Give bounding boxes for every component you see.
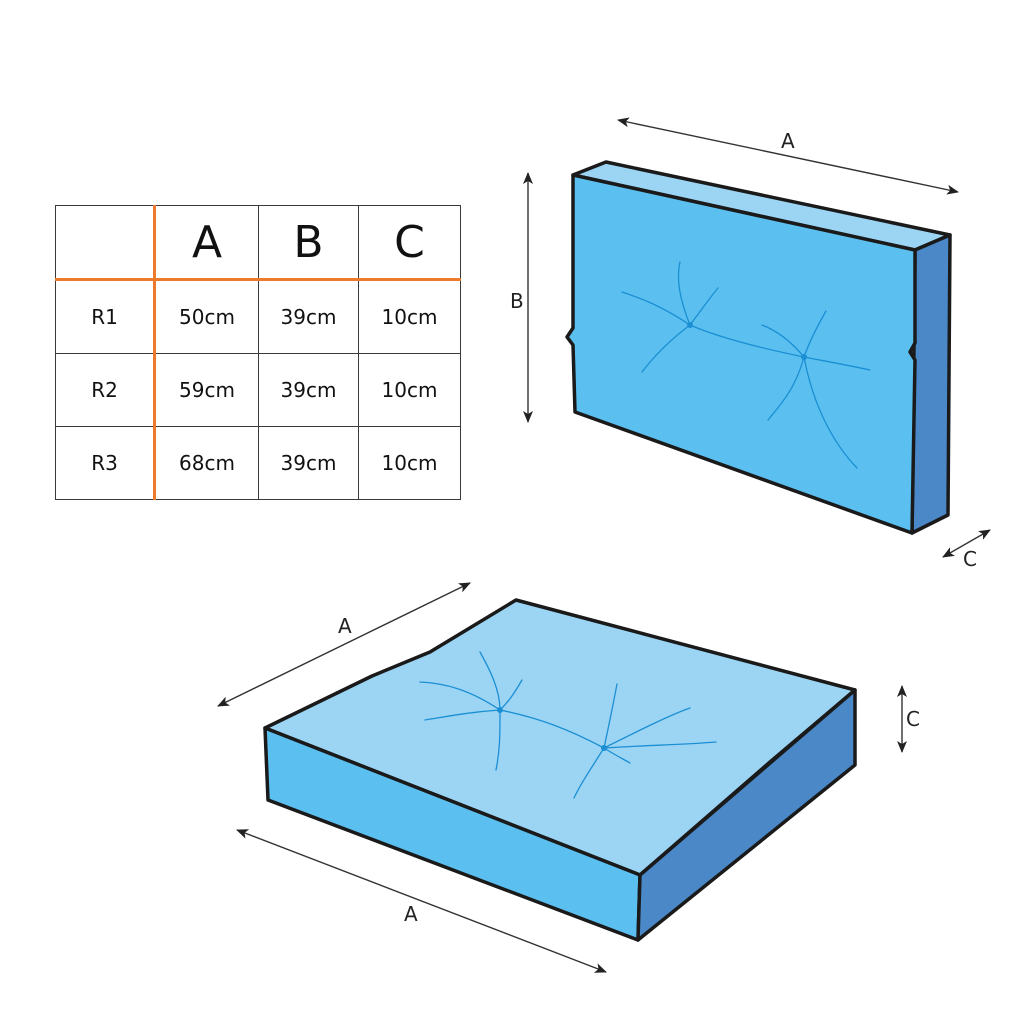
row-label-r1: R1 [55, 279, 156, 354]
back-dim-c-line [942, 529, 991, 558]
seat-cushion [263, 598, 857, 942]
table-cell: 10cm [358, 353, 461, 427]
back-cushion-button-2 [801, 354, 807, 360]
back-dim-a-label: A [781, 129, 795, 153]
back-cushion-side-face [910, 233, 952, 535]
size-table: A B C R1 50cm 39cm 10cm R2 59cm 39cm 10c… [55, 205, 461, 500]
seat-dim-a-top-line [217, 582, 471, 707]
table-header-row: A B C [55, 205, 461, 281]
back-dim-c-label: C [963, 547, 977, 571]
seat-dim-a-bottom-line [236, 829, 607, 973]
table-row: R2 59cm 39cm 10cm [55, 353, 461, 427]
table-cell: 39cm [258, 426, 359, 500]
seat-dim-c-label: C [906, 707, 920, 731]
table-cell: 39cm [258, 353, 359, 427]
back-cushion-front-face [565, 173, 917, 535]
table-cell: 59cm [154, 353, 259, 427]
row-label-r2: R2 [55, 353, 156, 427]
back-dim-b-label: B [510, 289, 524, 313]
row-label-r3: R3 [55, 426, 156, 500]
table-header-b: B [258, 205, 359, 281]
seat-cushion-button-2 [601, 745, 607, 751]
table-cell: 10cm [358, 426, 461, 500]
table-row: R3 68cm 39cm 10cm [55, 426, 461, 500]
table-row: R1 50cm 39cm 10cm [55, 279, 461, 354]
seat-dim-a-bottom-label: A [404, 902, 418, 926]
seat-cushion-button-1 [497, 707, 503, 713]
back-cushion-seam [621, 261, 871, 469]
back-dim-a-line [617, 117, 959, 195]
table-cell: 50cm [154, 279, 259, 354]
table-header-c: C [358, 205, 461, 281]
table-cell: 10cm [358, 279, 461, 354]
table-header-a: A [154, 205, 259, 281]
seat-dim-a-top-label: A [338, 614, 352, 638]
back-cushion [565, 160, 952, 535]
table-cell: 68cm [154, 426, 259, 500]
table-corner-cell [55, 205, 156, 281]
back-cushion-button-1 [687, 322, 693, 328]
seat-cushion-side-face [636, 688, 857, 942]
table-cell: 39cm [258, 279, 359, 354]
